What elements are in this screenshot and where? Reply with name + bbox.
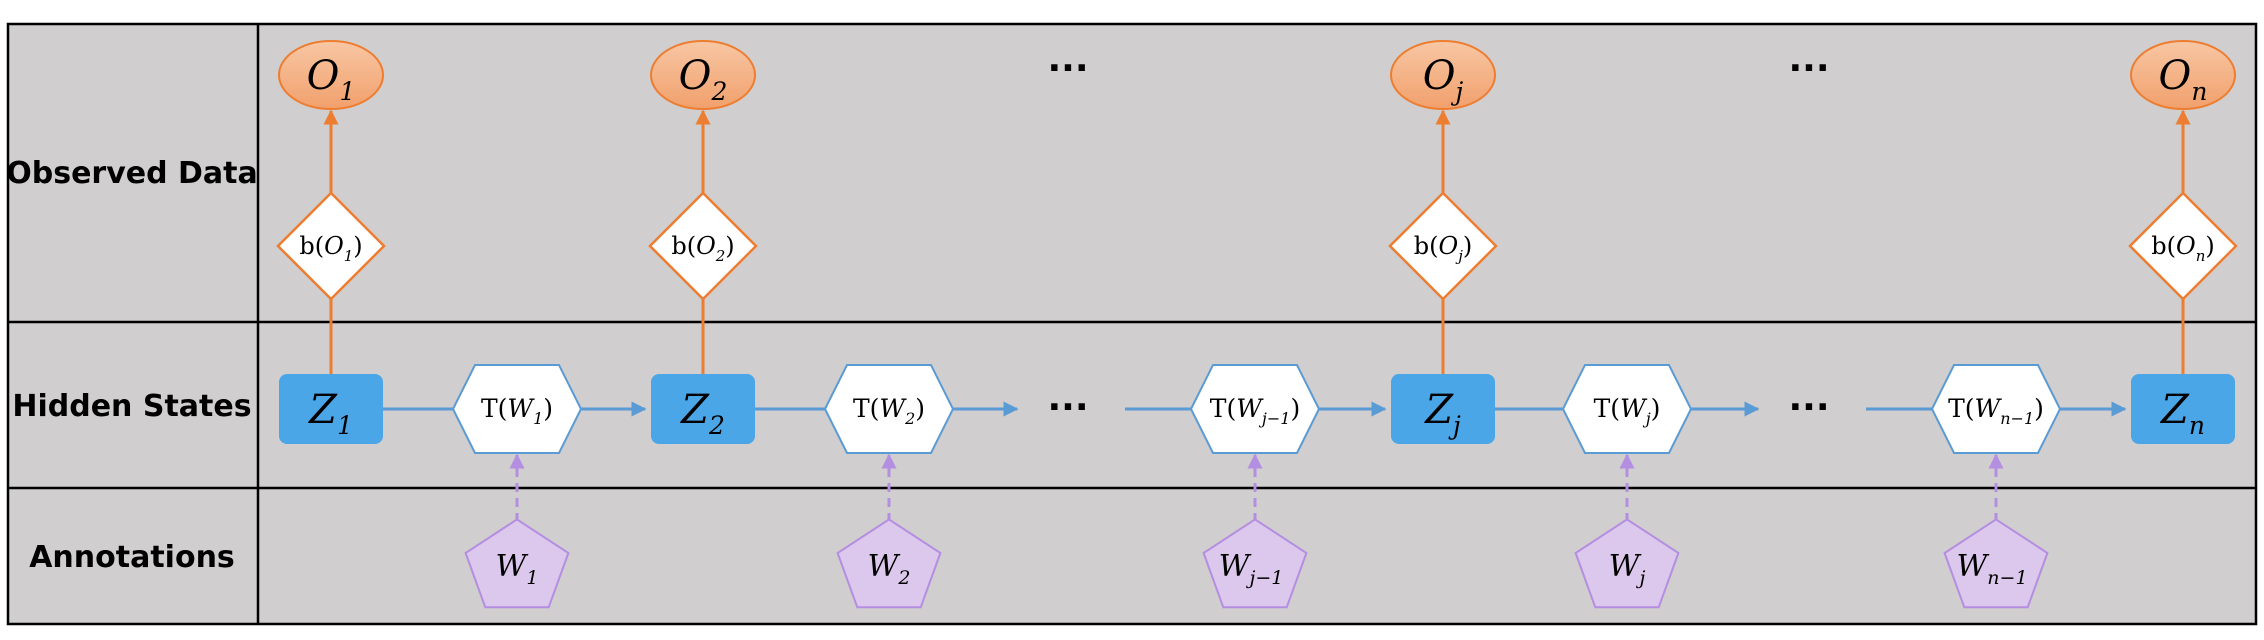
annotation-node: W2: [836, 518, 942, 609]
observation-label: On: [2159, 53, 2208, 106]
annotation-node: Wn−1: [1943, 518, 2049, 609]
emission-diamond: [1388, 191, 1498, 301]
annotation-node: Wj: [1574, 518, 1680, 609]
emission-node: b(Oj): [1388, 191, 1498, 301]
hidden-state-node: Z2: [651, 374, 755, 444]
emission-label: b(O2): [671, 232, 734, 265]
annotation-node: W1: [464, 518, 570, 609]
transition-hexagon: [451, 364, 583, 454]
annotation-label: W1: [496, 549, 539, 589]
observation-ellipse: [2130, 40, 2236, 110]
hidden-state-label: Zn: [2159, 387, 2205, 440]
emission-diamond: [2128, 191, 2238, 301]
observation-label: O2: [679, 53, 728, 106]
transition-hexagon: [823, 364, 955, 454]
emission-diamond: [648, 191, 758, 301]
hidden-state-label: Zj: [1423, 387, 1461, 440]
edges: [323, 109, 2191, 522]
observation-node: On: [2130, 40, 2236, 110]
hidden-state-label: Z1: [307, 387, 353, 440]
annotation-pentagon: [1202, 518, 1308, 609]
transition-label: T(Wn−1): [1948, 394, 2044, 428]
ellipsis-hidden-1: ···: [1047, 387, 1088, 428]
hidden-state-node: Z1: [279, 374, 383, 444]
observation-node: O2: [650, 40, 756, 110]
annotation-label: W2: [868, 549, 911, 589]
transition-label: T(W1): [481, 394, 553, 428]
transition-hexagon: [1561, 364, 1693, 454]
annotation-pentagon: [1574, 518, 1680, 609]
emission-node: b(O1): [276, 191, 386, 301]
hidden-state-box: [1391, 374, 1495, 444]
diagram-background: [6, 22, 2258, 626]
transition-node: T(W2): [823, 364, 955, 454]
emission-diamond: [276, 191, 386, 301]
annotation-label: Wn−1: [1956, 549, 2027, 589]
annotation-label: Wj: [1609, 549, 1646, 589]
transition-node: T(Wj): [1561, 364, 1693, 454]
observation-ellipse: [278, 40, 384, 110]
transition-hexagon: [1189, 364, 1321, 454]
transition-node: T(Wj−1): [1189, 364, 1321, 454]
emission-node: b(O2): [648, 191, 758, 301]
ellipsis-observed-2: ···: [1788, 48, 1829, 89]
transition-label: T(Wj): [1594, 394, 1661, 428]
emission-label: b(O1): [299, 232, 362, 265]
annotation-pentagon: [464, 518, 570, 609]
row-label-observed-data: Observed Data: [6, 156, 258, 191]
observation-node: Oj: [1390, 40, 1496, 110]
row-label-hidden-states: Hidden States: [12, 389, 251, 424]
annotation-node: Wj−1: [1202, 518, 1308, 609]
nodes: O1 O2 Oj On b(O1) b(O2) b(Oj) b(On) Z1 Z2 Zj Zn T(W1…: [276, 40, 2238, 609]
transition-hexagon: [1930, 364, 2062, 454]
observation-ellipse: [650, 40, 756, 110]
emission-node: b(On): [2128, 191, 2238, 301]
annotation-label: Wj−1: [1219, 549, 1284, 589]
hidden-state-box: [2131, 374, 2235, 444]
emission-label: b(Oj): [1414, 232, 1472, 265]
observation-ellipse: [1390, 40, 1496, 110]
observation-node: O1: [278, 40, 384, 110]
transition-node: T(W1): [451, 364, 583, 454]
hidden-state-box: [651, 374, 755, 444]
transition-label: T(Wj−1): [1210, 394, 1300, 428]
annotation-pentagon: [836, 518, 942, 609]
transition-node: T(Wn−1): [1930, 364, 2062, 454]
hidden-state-node: Zn: [2131, 374, 2235, 444]
transition-label: T(W2): [853, 394, 925, 428]
hidden-state-box: [279, 374, 383, 444]
ellipsis-hidden-2: ···: [1788, 387, 1829, 428]
emission-label: b(On): [2151, 232, 2214, 265]
observation-label: O1: [307, 53, 356, 106]
observation-label: Oj: [1423, 53, 1464, 106]
row-label-annotations: Annotations: [29, 540, 235, 575]
ellipsis-observed-1: ···: [1047, 48, 1088, 89]
hidden-state-node: Zj: [1391, 374, 1495, 444]
hidden-state-label: Z2: [679, 387, 725, 440]
annotation-pentagon: [1943, 518, 2049, 609]
